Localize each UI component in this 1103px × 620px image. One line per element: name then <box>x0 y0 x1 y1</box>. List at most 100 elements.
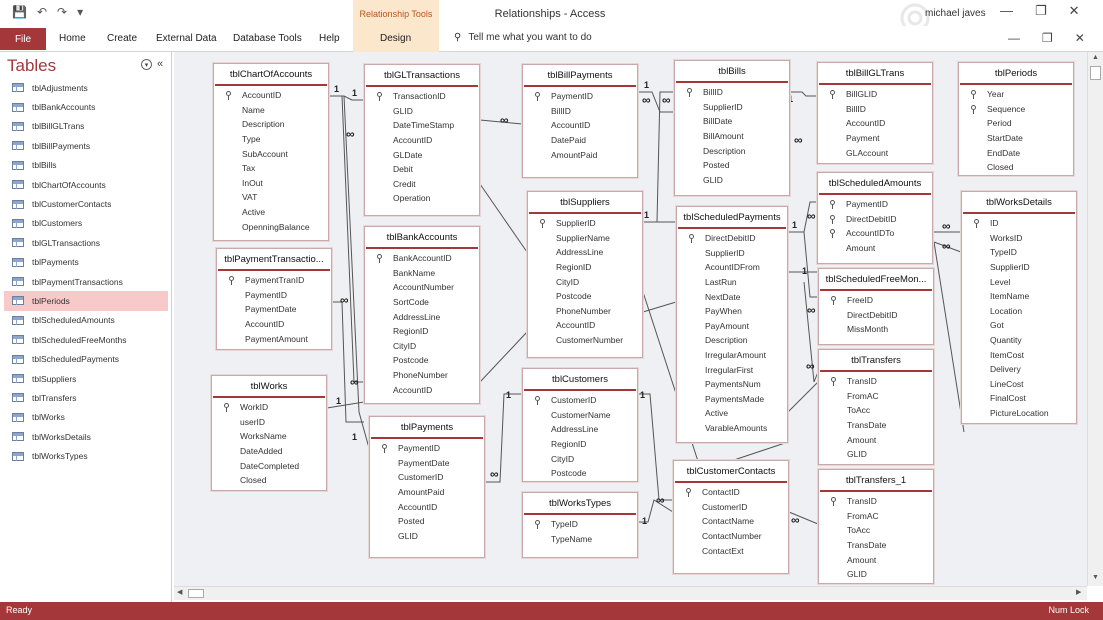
field-row[interactable]: Closed <box>959 160 1073 175</box>
relationship-line[interactable] <box>933 241 965 433</box>
nav-item-tblbillgltrans[interactable]: tblBillGLTrans <box>4 117 168 136</box>
field-row[interactable]: GLID <box>370 529 484 544</box>
field-row[interactable]: DateTimeStamp <box>365 118 479 133</box>
relationship-line[interactable] <box>787 381 819 413</box>
doc-minimize-icon[interactable]: — <box>1008 31 1020 45</box>
field-row[interactable]: AccountID <box>528 318 642 333</box>
user-account[interactable]: michael javes <box>925 8 986 19</box>
field-row[interactable]: AccountNumber <box>365 280 479 295</box>
field-row[interactable]: Amount <box>819 552 933 567</box>
save-icon[interactable]: 💾 <box>12 5 27 19</box>
field-row[interactable]: GLDate <box>365 147 479 162</box>
table-title[interactable]: tblWorks <box>213 376 325 398</box>
field-row[interactable]: PayWhen <box>677 304 787 319</box>
field-row[interactable]: InOut <box>214 176 328 191</box>
tab-file[interactable]: File <box>0 28 46 50</box>
table-title[interactable]: tblPayments <box>371 417 483 439</box>
field-row[interactable]: GLID <box>819 447 933 462</box>
minimize-icon[interactable]: — <box>1000 3 1013 18</box>
field-row[interactable]: PaymentID <box>523 89 637 104</box>
field-row[interactable]: TypeName <box>523 532 637 547</box>
field-row[interactable]: BankAccountID <box>365 251 479 266</box>
close-icon[interactable]: ✕ <box>1068 3 1080 18</box>
table-title[interactable]: tblBankAccounts <box>366 227 478 249</box>
table-title[interactable]: tblBillGLTrans <box>819 63 931 85</box>
field-row[interactable]: Posted <box>370 514 484 529</box>
table-title[interactable]: tblSuppliers <box>529 192 641 214</box>
nav-menu-icon[interactable]: ▾ <box>141 59 152 70</box>
relationship-line[interactable] <box>326 401 365 409</box>
field-row[interactable]: TransID <box>819 374 933 389</box>
field-row[interactable]: VarableAmounts <box>677 421 787 436</box>
field-row[interactable]: SupplierID <box>528 216 642 231</box>
tab-external-data[interactable]: External Data <box>156 33 217 44</box>
relationship-line[interactable] <box>638 91 674 113</box>
scroll-down-icon[interactable]: ▼ <box>1092 574 1099 581</box>
field-row[interactable]: WorksID <box>962 231 1076 246</box>
field-row[interactable]: ToAcc <box>819 523 933 538</box>
field-row[interactable]: VAT <box>214 190 328 205</box>
vertical-scroll-thumb[interactable] <box>1090 66 1101 80</box>
field-row[interactable]: Year <box>959 87 1073 102</box>
nav-item-tblsuppliers[interactable]: tblSuppliers <box>4 369 168 388</box>
field-row[interactable]: LineCost <box>962 377 1076 392</box>
table-title[interactable]: tblWorksTypes <box>524 493 636 515</box>
field-row[interactable]: PaymentID <box>818 197 932 212</box>
field-row[interactable]: PaymentID <box>370 441 484 456</box>
field-row[interactable]: TransactionID <box>365 89 479 104</box>
nav-item-tblbillpayments[interactable]: tblBillPayments <box>4 136 168 155</box>
nav-item-tblcustomercontacts[interactable]: tblCustomerContacts <box>4 194 168 213</box>
field-row[interactable]: Tax <box>214 161 328 176</box>
field-row[interactable]: Quantity <box>962 333 1076 348</box>
field-row[interactable]: SupplierID <box>675 100 789 115</box>
field-row[interactable]: PhoneNumber <box>528 304 642 319</box>
field-row[interactable]: AccountIDTo <box>818 226 932 241</box>
nav-item-tblscheduledpayments[interactable]: tblScheduledPayments <box>4 349 168 368</box>
relationship-line[interactable] <box>788 231 818 298</box>
field-row[interactable]: Description <box>677 333 787 348</box>
field-row[interactable]: Sequence <box>959 102 1073 117</box>
field-row[interactable]: ToAcc <box>819 403 933 418</box>
field-row[interactable]: TransDate <box>819 538 933 553</box>
field-row[interactable]: DirectDebitID <box>677 231 787 246</box>
field-row[interactable]: GLID <box>675 173 789 188</box>
field-row[interactable]: WorkID <box>212 400 326 415</box>
field-row[interactable]: TypeID <box>523 517 637 532</box>
field-row[interactable]: AccountID <box>214 88 328 103</box>
scroll-left-icon[interactable]: ◀ <box>177 589 183 596</box>
table-title[interactable]: tblPeriods <box>960 63 1072 85</box>
table-title[interactable]: tblWorksDetails <box>963 192 1075 214</box>
field-row[interactable]: ItemName <box>962 289 1076 304</box>
field-row[interactable]: AmountPaid <box>370 485 484 500</box>
field-row[interactable]: BillDate <box>675 114 789 129</box>
customize-qat-icon[interactable]: ▾ <box>77 5 84 19</box>
nav-item-tbltransfers[interactable]: tblTransfers <box>4 388 168 407</box>
field-row[interactable]: Postcode <box>365 353 479 368</box>
relationship-line[interactable] <box>790 91 817 97</box>
field-row[interactable]: RegionID <box>523 437 637 452</box>
field-row[interactable]: BillID <box>675 85 789 100</box>
doc-restore-icon[interactable]: ❐ <box>1042 31 1053 45</box>
field-row[interactable]: TransDate <box>819 418 933 433</box>
relationship-line[interactable] <box>933 241 962 253</box>
field-row[interactable]: BillAmount <box>675 129 789 144</box>
relationship-line[interactable] <box>329 95 364 101</box>
nav-item-tblpayments[interactable]: tblPayments <box>4 253 168 272</box>
table-title[interactable]: tblScheduledFreeMon... <box>820 269 932 291</box>
field-row[interactable]: PayAmount <box>677 319 787 334</box>
tab-design[interactable]: Design <box>380 33 412 44</box>
nav-item-tblworksdetails[interactable]: tblWorksDetails <box>4 427 168 446</box>
nav-item-tbladjustments[interactable]: tblAdjustments <box>4 78 168 97</box>
field-row[interactable]: userID <box>212 415 326 430</box>
scroll-right-icon[interactable]: ▶ <box>1076 589 1082 596</box>
field-row[interactable]: SupplierID <box>962 260 1076 275</box>
field-row[interactable]: PaymentsMade <box>677 392 787 407</box>
